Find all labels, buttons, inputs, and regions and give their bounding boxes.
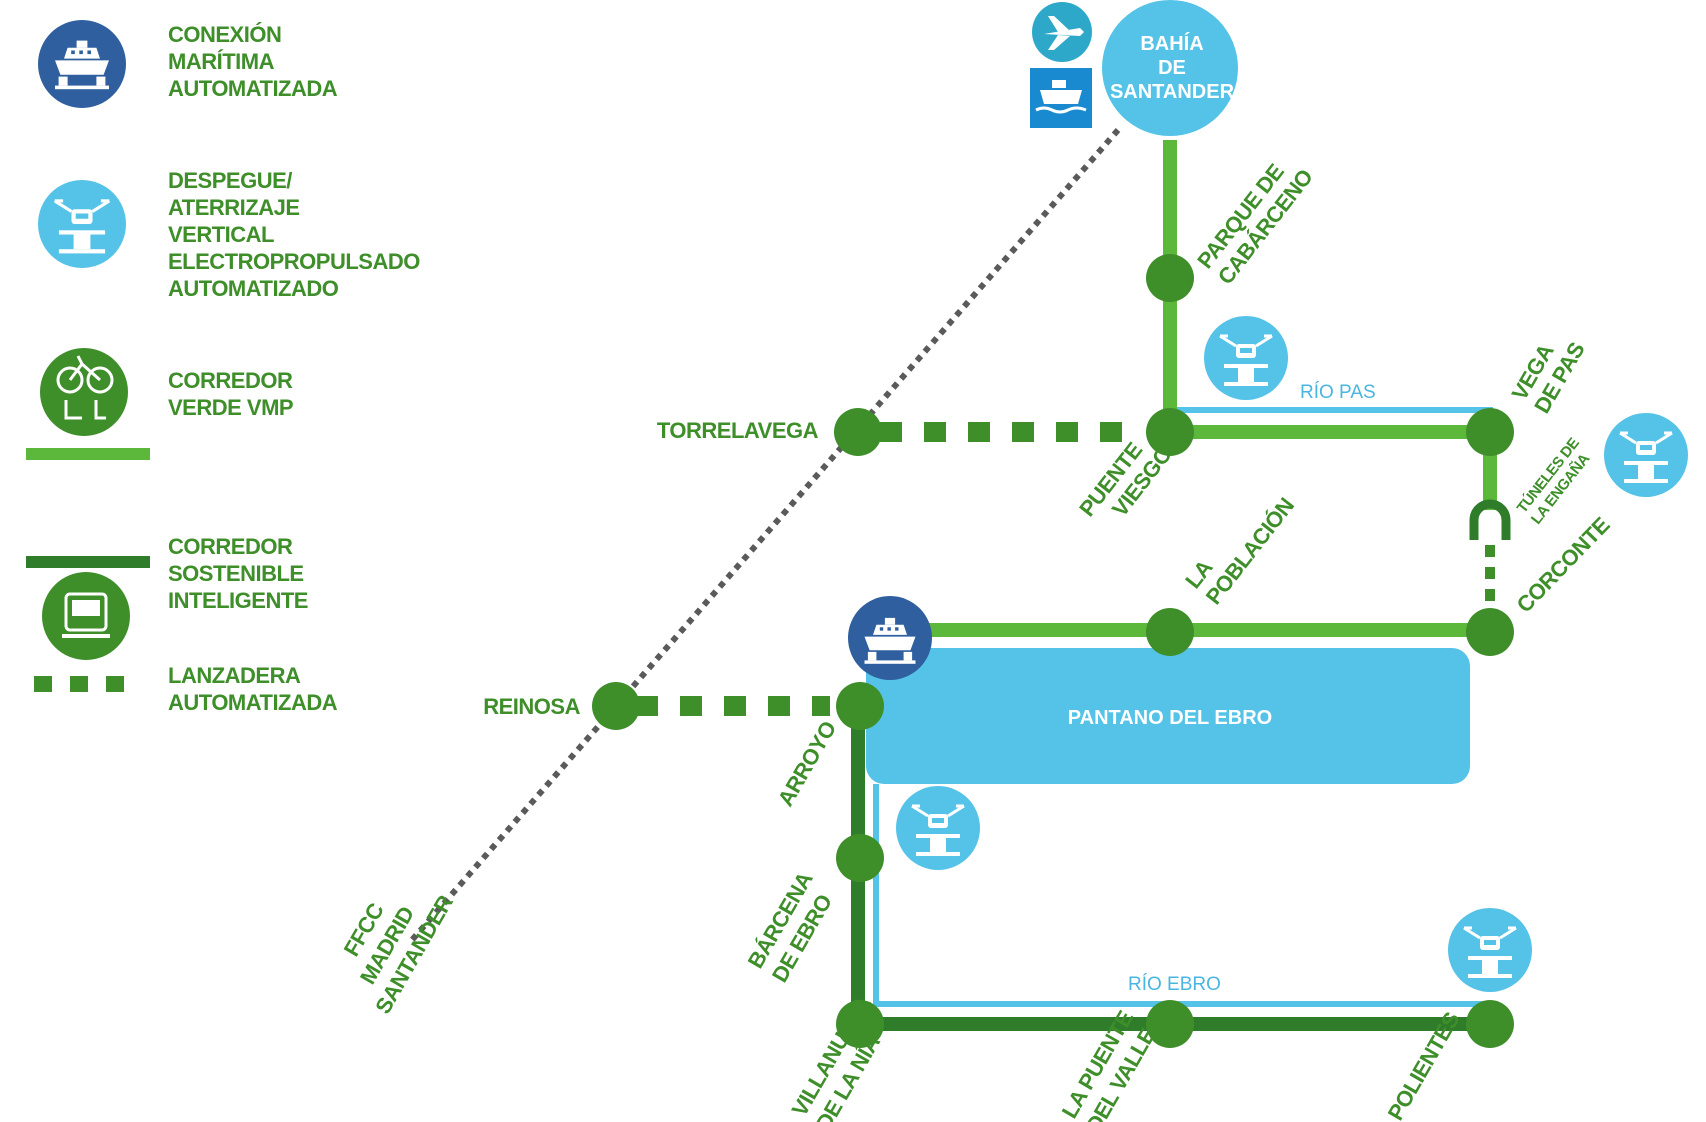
legend-light-green-line: [26, 448, 150, 460]
bicycle-icon: [40, 348, 128, 436]
legend-shuttle-line1: LANZADERA: [168, 663, 301, 688]
station-puente-viesgo[interactable]: [1146, 408, 1194, 456]
bahia-line1: BAHÍA: [1140, 32, 1203, 55]
label-la-poblacion-2: POBLACIÓN: [1201, 493, 1299, 609]
ship-icon-arroyo: [848, 596, 932, 680]
legend-vtol-line1: DESPEGUE/: [168, 168, 292, 193]
station-polientes[interactable]: [1466, 1000, 1514, 1048]
legend-dark-green-line: [26, 556, 150, 568]
drone-icon: [38, 180, 126, 268]
legend: CONEXIÓN MARÍTIMA AUTOMATIZADA DESPEGUE/…: [26, 20, 421, 715]
drone-icon-vega-de-pas: [1604, 413, 1688, 497]
legend-vtol-line3: VERTICAL: [168, 222, 274, 247]
station-reinosa[interactable]: [592, 682, 640, 730]
stations: [592, 254, 1514, 1048]
legend-maritime-line3: AUTOMATIZADA: [168, 76, 338, 101]
label-torrelavega: TORRELAVEGA: [657, 418, 819, 443]
drone-icon-barcena: [896, 786, 980, 870]
label-corconte: CORCONTE: [1512, 512, 1615, 617]
airplane-icon: [1032, 2, 1092, 62]
legend-shuttle: LANZADERA AUTOMATIZADA: [34, 663, 338, 715]
drone-icon-polientes: [1448, 908, 1532, 992]
legend-green-line1: CORREDOR: [168, 368, 293, 393]
legend-sustainable-corridor: CORREDOR SOSTENIBLE INTELIGENTE: [26, 534, 308, 660]
ffcc-railway: [409, 128, 1121, 942]
station-vega-de-pas[interactable]: [1466, 408, 1514, 456]
station-la-puente[interactable]: [1146, 1000, 1194, 1048]
rio-ebro-label: RÍO EBRO: [1128, 974, 1221, 995]
green-corridor-north: [1163, 140, 1497, 510]
station-la-poblacion[interactable]: [1146, 608, 1194, 656]
pantano-label: PANTANO DEL EBRO: [1068, 707, 1272, 729]
legend-maritime: CONEXIÓN MARÍTIMA AUTOMATIZADA: [38, 20, 338, 108]
station-cabarceno[interactable]: [1146, 254, 1194, 302]
legend-green-line2: VERDE VMP: [168, 395, 293, 420]
legend-shuttle-line2: AUTOMATIZADA: [168, 690, 338, 715]
station-arroyo[interactable]: [836, 682, 884, 730]
station-barcena[interactable]: [836, 834, 884, 882]
station-torrelavega[interactable]: [834, 408, 882, 456]
legend-green-corridor: CORREDOR VERDE VMP: [26, 348, 294, 460]
legend-maritime-line2: MARÍTIMA: [168, 49, 275, 74]
rio-pas-label: RÍO PAS: [1300, 382, 1376, 403]
legend-vtol-line5: AUTOMATIZADO: [168, 276, 339, 301]
pantano-del-ebro: [866, 648, 1470, 784]
legend-sustainable-line2: SOSTENIBLE: [168, 561, 304, 586]
station-villanueva[interactable]: [836, 1000, 884, 1048]
ferry-icon: [1030, 68, 1092, 128]
legend-vtol-line2: ATERRIZAJE: [168, 195, 300, 220]
legend-vtol: DESPEGUE/ ATERRIZAJE VERTICAL ELECTROPRO…: [38, 168, 421, 301]
bahia-santander[interactable]: BAHÍA DE SANTANDER: [1102, 0, 1238, 136]
rio-pas: [1170, 407, 1493, 420]
legend-maritime-line1: CONEXIÓN: [168, 22, 281, 47]
label-reinosa: REINOSA: [483, 694, 580, 719]
tunnel-icon: [1469, 499, 1511, 540]
drone-icon-puente-viesgo: [1204, 316, 1288, 400]
legend-vtol-line4: ELECTROPROPULSADO: [168, 249, 420, 274]
corridors: [636, 140, 1497, 1031]
bahia-line3: SANTANDER: [1110, 81, 1235, 103]
water-features: PANTANO DEL EBRO RÍO PAS RÍO EBRO: [866, 382, 1493, 1007]
label-arroyo: ARROYO: [773, 717, 842, 811]
bahia-line2: DE: [1158, 57, 1186, 79]
station-corconte[interactable]: [1466, 608, 1514, 656]
legend-sustainable-line3: INTELIGENTE: [168, 588, 308, 613]
legend-sustainable-line1: CORREDOR: [168, 534, 293, 559]
